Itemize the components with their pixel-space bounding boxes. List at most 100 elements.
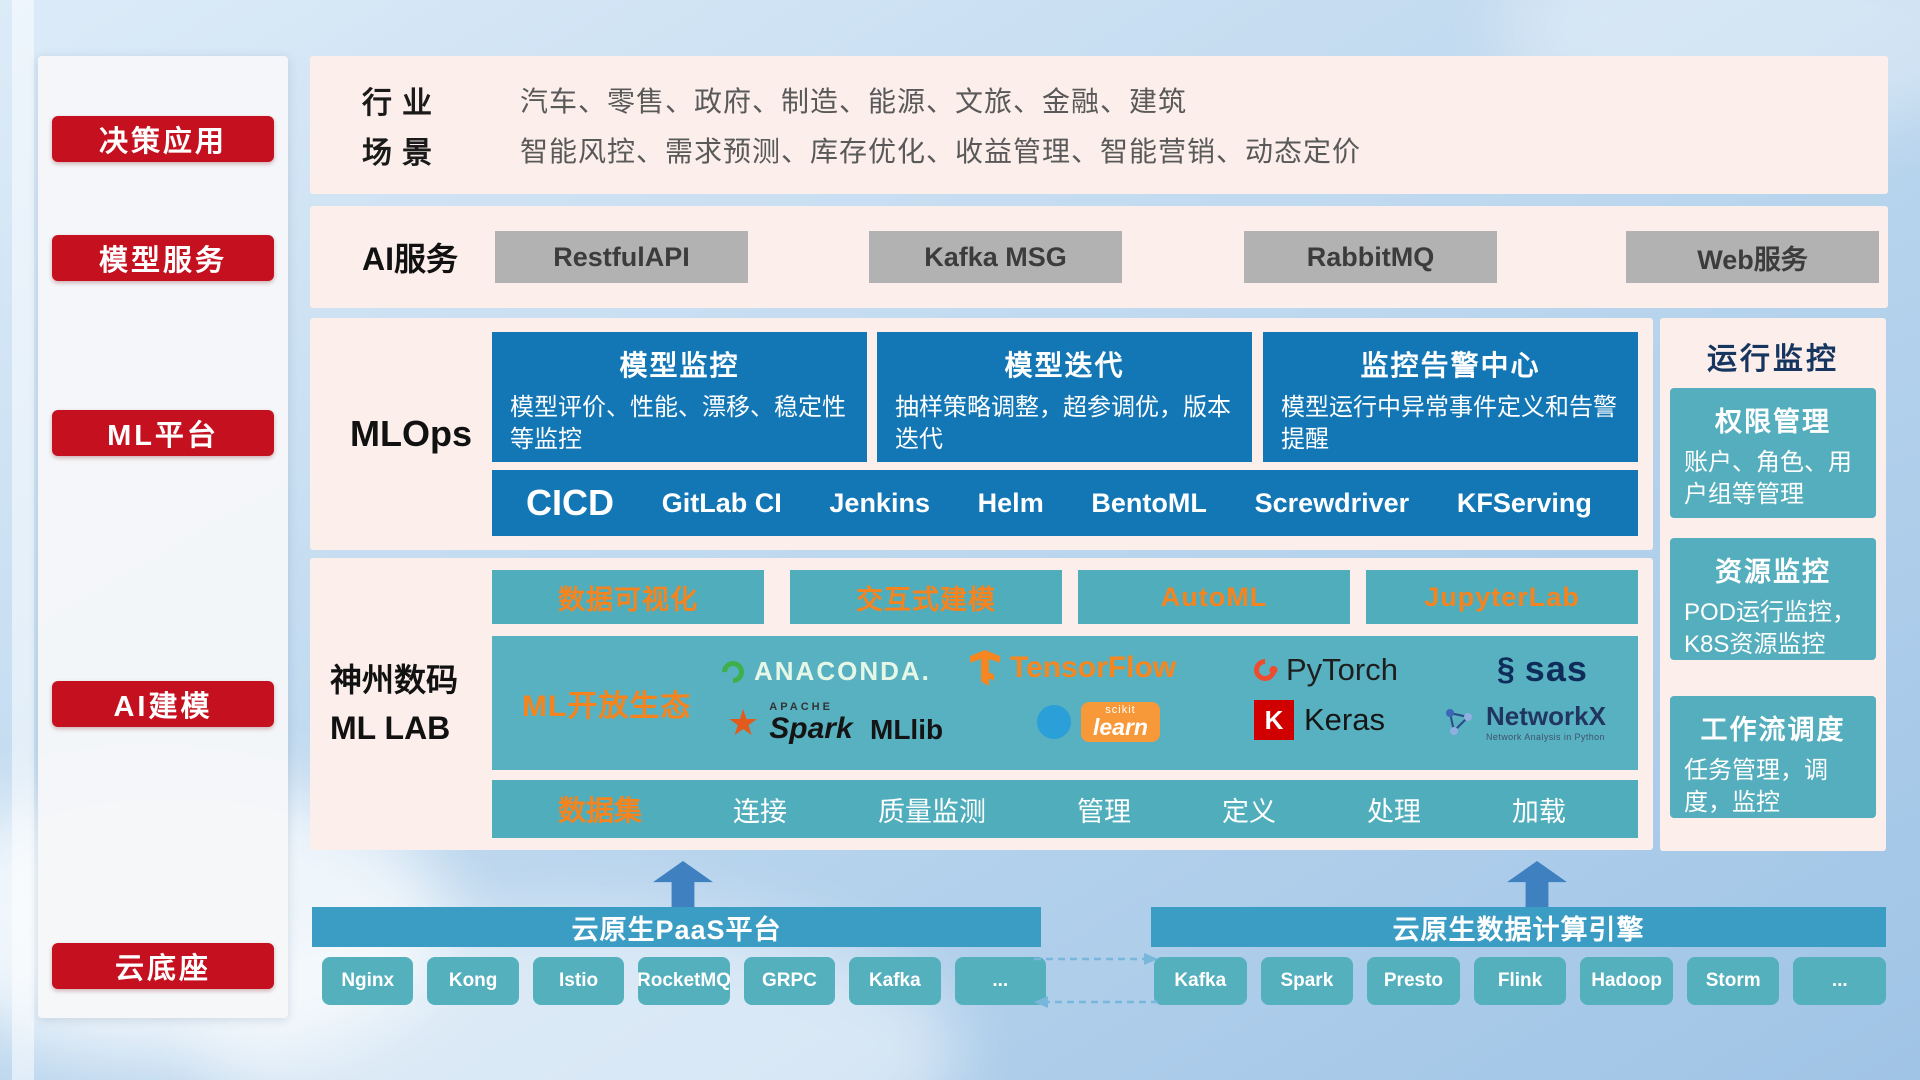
dataset-item-quality: 质量监测	[877, 796, 986, 827]
scikit-label: scikit	[1105, 704, 1136, 716]
industry-label: 行业	[362, 87, 442, 120]
spark-star-icon: ★	[727, 702, 760, 743]
component-hadoop: Hadoop	[1580, 957, 1673, 1005]
service-kafka-msg: Kafka MSG	[869, 231, 1122, 283]
anaconda-wordmark: ANACONDA.	[754, 656, 931, 686]
dataset-item-process: 处理	[1366, 796, 1421, 827]
cicd-tool-helm: Helm	[977, 487, 1044, 518]
tensorflow-icon	[970, 650, 1000, 686]
service-rabbitmq: RabbitMQ	[1244, 231, 1497, 283]
spark-logo: ★ APACHE Spark	[727, 702, 853, 744]
mllib-logo: MLlib	[870, 714, 943, 746]
scikit-learn-logo: scikit learn	[1037, 702, 1160, 742]
sas-logo: § sas	[1497, 648, 1588, 690]
up-arrow-engine	[1507, 861, 1567, 907]
scene-row: 场景 智能风控、需求预测、库存优化、收益管理、智能营销、动态定价	[362, 126, 1888, 174]
model-monitoring-card: 模型监控 模型评价、性能、漂移、稳定性等监控	[492, 332, 867, 462]
dataset-bar: 数据集 连接 质量监测 管理 定义 处理 加载	[492, 780, 1638, 838]
component-flink: Flink	[1473, 957, 1567, 1005]
networkx-subtitle: Network Analysis in Python	[1486, 731, 1605, 742]
cicd-tool-kfserving: KFServing	[1456, 487, 1592, 518]
paas-platform-bar: 云原生PaaS平台	[312, 907, 1041, 947]
card-desc: 任务管理，调度，监控	[1684, 757, 1828, 817]
dataset-item-define: 定义	[1221, 796, 1276, 827]
tensorflow-wordmark: TensorFlow	[1010, 651, 1177, 684]
networkx-icon	[1446, 709, 1472, 736]
card-title: 资源监控	[1715, 557, 1831, 587]
applications-panel: 行业 汽车、零售、政府、制造、能源、文旅、金融、建筑 场景 智能风控、需求预测、…	[310, 56, 1888, 194]
cicd-label: CICD	[526, 482, 614, 523]
tool-jupyterlab: JupyterLab	[1366, 570, 1638, 624]
pytorch-wordmark: PyTorch	[1286, 652, 1398, 687]
component-kafka: Kafka	[849, 957, 941, 1005]
ml-lab-label-line2: ML LAB	[330, 710, 451, 746]
layer-sidebar: 决策应用 模型服务 ML平台 AI建模 云底座	[38, 56, 288, 1018]
industry-value: 汽车、零售、政府、制造、能源、文旅、金融、建筑	[520, 86, 1188, 117]
model-iteration-card: 模型迭代 抽样策略调整，超参调优，版本迭代	[877, 332, 1252, 462]
cicd-tool-bentoml: BentoML	[1091, 487, 1207, 518]
component-kong: Kong	[427, 957, 519, 1005]
tool-interactive-modeling: 交互式建模	[790, 570, 1062, 624]
ml-ecosystem-box: ML开放生态 ANACONDA. TensorFlow PyTorch § sa…	[492, 636, 1638, 770]
component-nginx: Nginx	[322, 957, 414, 1005]
component-more: ...	[954, 957, 1046, 1005]
pytorch-icon	[1249, 654, 1281, 686]
scikit-learn-badge: scikit learn	[1081, 702, 1160, 742]
anaconda-logo: ANACONDA.	[717, 655, 931, 688]
card-title: 权限管理	[1715, 407, 1831, 437]
pytorch-logo: PyTorch	[1249, 652, 1398, 688]
component-rocketmq: RocketMQ	[638, 957, 730, 1005]
service-web: Web服务	[1626, 231, 1879, 283]
dataset-item-manage: 管理	[1076, 796, 1131, 827]
data-engine-bar: 云原生数据计算引擎	[1151, 907, 1886, 947]
learn-label: learn	[1093, 714, 1148, 740]
keras-icon: K	[1254, 700, 1294, 740]
card-desc: POD运行监控，K8S资源监控	[1684, 599, 1857, 659]
runtime-monitor-panel: 运行监控 权限管理 账户、角色、用户组等管理 资源监控 POD运行监控，K8S资…	[1660, 318, 1886, 851]
layer-badge-ai-modeling: AI建模	[52, 681, 274, 727]
card-desc: 账户、角色、用户组等管理	[1684, 449, 1852, 509]
anaconda-icon	[717, 655, 749, 688]
ai-service-panel: AI服务 RestfulAPI Kafka MSG RabbitMQ Web服务	[310, 206, 1888, 308]
component-spark: Spark	[1260, 957, 1354, 1005]
mllib-wordmark: MLlib	[870, 714, 944, 745]
card-title: 模型迭代	[1004, 350, 1125, 381]
permission-management-card: 权限管理 账户、角色、用户组等管理	[1670, 388, 1876, 518]
service-restfulapi: RestfulAPI	[495, 231, 748, 283]
layer-badge-cloud-base: 云底座	[52, 943, 274, 989]
dataset-item-connect: 连接	[733, 796, 787, 827]
paas-components: Nginx Kong Istio RocketMQ GRPC Kafka ...	[322, 957, 1046, 1005]
keras-logo: K Keras	[1254, 700, 1385, 740]
cicd-bar: CICD GitLab CI Jenkins Helm BentoML Scre…	[492, 470, 1638, 536]
ml-lab-label: 神州数码 ML LAB	[330, 558, 490, 850]
card-title: 监控告警中心	[1360, 350, 1541, 381]
card-desc: 模型评价、性能、漂移、稳定性等监控	[510, 394, 846, 454]
ml-ecosystem-label: ML开放生态	[522, 690, 692, 723]
engine-components: Kafka Spark Presto Flink Hadoop Storm ..…	[1154, 957, 1887, 1005]
layer-badge-decision-apps: 决策应用	[52, 116, 274, 162]
tool-automl: AutoML	[1078, 570, 1350, 624]
scene-label: 场景	[362, 137, 442, 170]
alert-center-card: 监控告警中心 模型运行中异常事件定义和告警提醒	[1263, 332, 1638, 462]
sas-icon: §	[1497, 650, 1515, 687]
resource-monitoring-card: 资源监控 POD运行监控，K8S资源监控	[1670, 538, 1876, 660]
tool-data-visualization: 数据可视化	[492, 570, 764, 624]
mlops-panel: MLOps 模型监控 模型评价、性能、漂移、稳定性等监控 模型迭代 抽样策略调整…	[310, 318, 1653, 550]
card-title: 模型监控	[619, 350, 740, 381]
tensorflow-logo: TensorFlow	[970, 650, 1176, 686]
data-flow-arrows	[1034, 953, 1158, 1008]
dataset-label: 数据集	[558, 795, 643, 826]
component-istio: Istio	[532, 957, 625, 1005]
spark-wordmark: Spark	[769, 712, 853, 745]
dataset-item-load: 加载	[1511, 796, 1566, 827]
component-more: ...	[1793, 957, 1887, 1005]
networkx-wordmark: NetworkX	[1486, 701, 1606, 731]
ml-lab-label-line1: 神州数码	[330, 662, 459, 698]
ml-lab-panel: 神州数码 ML LAB 数据可视化 交互式建模 AutoML JupyterLa…	[310, 558, 1653, 850]
networkx-wordmark-stack: NetworkX Network Analysis in Python	[1486, 701, 1606, 742]
workflow-scheduling-card: 工作流调度 任务管理，调度，监控	[1670, 696, 1876, 818]
card-desc: 模型运行中异常事件定义和告警提醒	[1281, 394, 1617, 454]
component-grpc: GRPC	[743, 957, 836, 1005]
component-presto: Presto	[1367, 957, 1460, 1005]
